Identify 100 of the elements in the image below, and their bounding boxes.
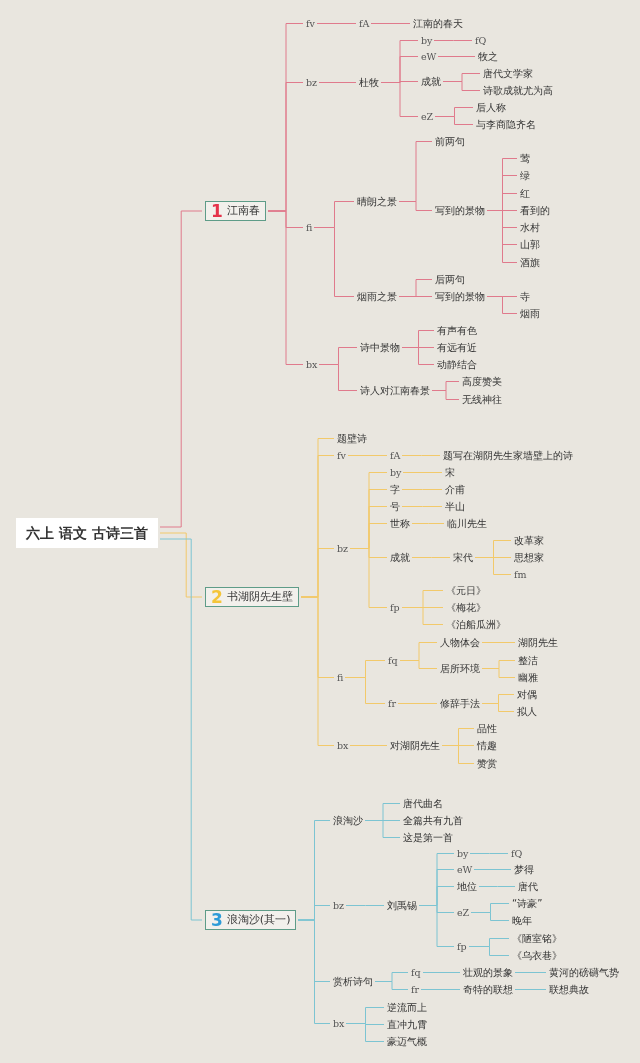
topic-label: 唐代: [518, 879, 538, 893]
connector-line: [401, 506, 443, 507]
connector-line: [313, 227, 355, 297]
topic-label: 红: [520, 186, 530, 200]
topic-label: 唐代曲名: [403, 796, 443, 810]
connector-line: [437, 56, 476, 57]
connector-line: [267, 210, 304, 365]
topic-label: bx: [337, 738, 349, 752]
topic-label: 动静结合: [437, 357, 477, 371]
topic-label: 浪淘沙: [333, 813, 363, 827]
topic-label: 看到的: [520, 203, 550, 217]
connector-line: [374, 981, 409, 990]
connector-line: [316, 23, 357, 24]
connector-line: [380, 82, 419, 117]
topic-label: fA: [390, 448, 401, 462]
topic-label: fr: [388, 696, 397, 710]
connector-line: [481, 668, 516, 678]
topic-label: 壮观的景象: [463, 965, 513, 979]
topic-label: 这是第一首: [403, 830, 453, 844]
topic-label: fr: [411, 982, 420, 996]
topic-label: fp: [457, 939, 467, 953]
topic-label: 改革家: [514, 533, 544, 547]
topic-label: fi: [306, 220, 313, 234]
connector-line: [398, 201, 433, 211]
topic-label: 品性: [477, 721, 497, 735]
topic-label: 赏析诗句: [333, 974, 373, 988]
topic-label: 豪迈气概: [387, 1034, 427, 1048]
topic-label: 黄河的磅礴气势: [549, 965, 619, 979]
topic-label: 思想家: [514, 550, 544, 564]
connector-line: [345, 905, 385, 906]
topic-label: 对湖阴先生: [390, 738, 440, 752]
topic-label: eZ: [421, 109, 434, 123]
connector-line: [411, 523, 445, 524]
topic-label: 幽雅: [518, 670, 538, 684]
topic-label: 烟雨之景: [357, 289, 397, 303]
topic-label: 修辞手法: [440, 696, 480, 710]
topic-label: 《陋室铭》: [512, 931, 562, 945]
topic-label: fp: [390, 600, 400, 614]
topic-label: bx: [333, 1016, 345, 1030]
connector-line: [486, 210, 518, 263]
topic-label: 莺: [520, 151, 530, 165]
topic-label: 写到的景物: [435, 203, 485, 217]
central-topic: 六上 语文 古诗三首: [16, 518, 158, 548]
connector-line: [401, 607, 444, 625]
topic-label: fv: [306, 16, 315, 30]
topic-label: 《元日》: [446, 583, 486, 597]
topic-label: 晴朗之景: [357, 194, 397, 208]
topic-label: bz: [306, 75, 318, 89]
connector-line: [370, 23, 411, 24]
topic-label: 逆流而上: [387, 1000, 427, 1014]
connector-line: [422, 972, 461, 973]
topic-label: 全篇共有九首: [403, 813, 463, 827]
topic-label: bx: [306, 357, 318, 371]
topic-label: by: [390, 465, 402, 479]
topic-label: 山郭: [520, 237, 540, 251]
topic-label: 联想典故: [549, 982, 589, 996]
topic-label: 写到的景物: [435, 289, 485, 303]
topic-label: 号: [390, 499, 400, 513]
topic-label: 诗人对江南春景: [360, 383, 430, 397]
topic-label: by: [457, 846, 469, 860]
connector-line: [401, 347, 435, 365]
topic-label: 居所环境: [440, 661, 480, 675]
topic-label: fQ: [511, 846, 523, 860]
topic-label: 人物体会: [440, 635, 480, 649]
connector-line: [481, 703, 515, 712]
topic-box: [205, 201, 266, 221]
topic-label: 半山: [445, 499, 465, 513]
topic-label: 无线神往: [462, 392, 502, 406]
topic-label: 拟人: [517, 704, 537, 718]
topic-label: 江南的春天: [413, 16, 463, 30]
connector-line: [318, 82, 357, 83]
connector-line: [470, 912, 510, 921]
connector-line: [433, 40, 473, 41]
connector-line: [411, 557, 451, 558]
topic-box: [205, 910, 297, 930]
topic-label: eW: [457, 862, 473, 876]
topic-label: 梦得: [514, 862, 534, 876]
topic-number: 1: [211, 203, 223, 219]
connector-line: [418, 905, 455, 947]
topic-label: bz: [337, 541, 349, 555]
topic-title: 书湖阴先生壁: [226, 589, 293, 605]
topic-label: 前两句: [435, 134, 465, 148]
connector-line: [486, 296, 518, 314]
topic-label: “诗豪”: [512, 896, 543, 910]
connector-line: [474, 557, 512, 575]
topic-label: 字: [390, 482, 400, 496]
topic-label: 临川先生: [447, 516, 487, 530]
topic-label: 成就: [421, 74, 441, 88]
topic-label: 介甫: [445, 482, 465, 496]
topic-label: 《梅花》: [446, 600, 486, 614]
connector-line: [402, 472, 443, 473]
topic-label: 有远有近: [437, 340, 477, 354]
connector-line: [420, 989, 461, 990]
topic-title: 江南春: [226, 203, 260, 219]
connector-line: [344, 677, 386, 704]
topic-label: fA: [359, 16, 370, 30]
topic-label: 刘禹锡: [387, 898, 417, 912]
topic-label: 宋: [445, 465, 455, 479]
topic-label: 诗歌成就尤为高: [483, 83, 553, 97]
topic-label: fi: [337, 670, 344, 684]
